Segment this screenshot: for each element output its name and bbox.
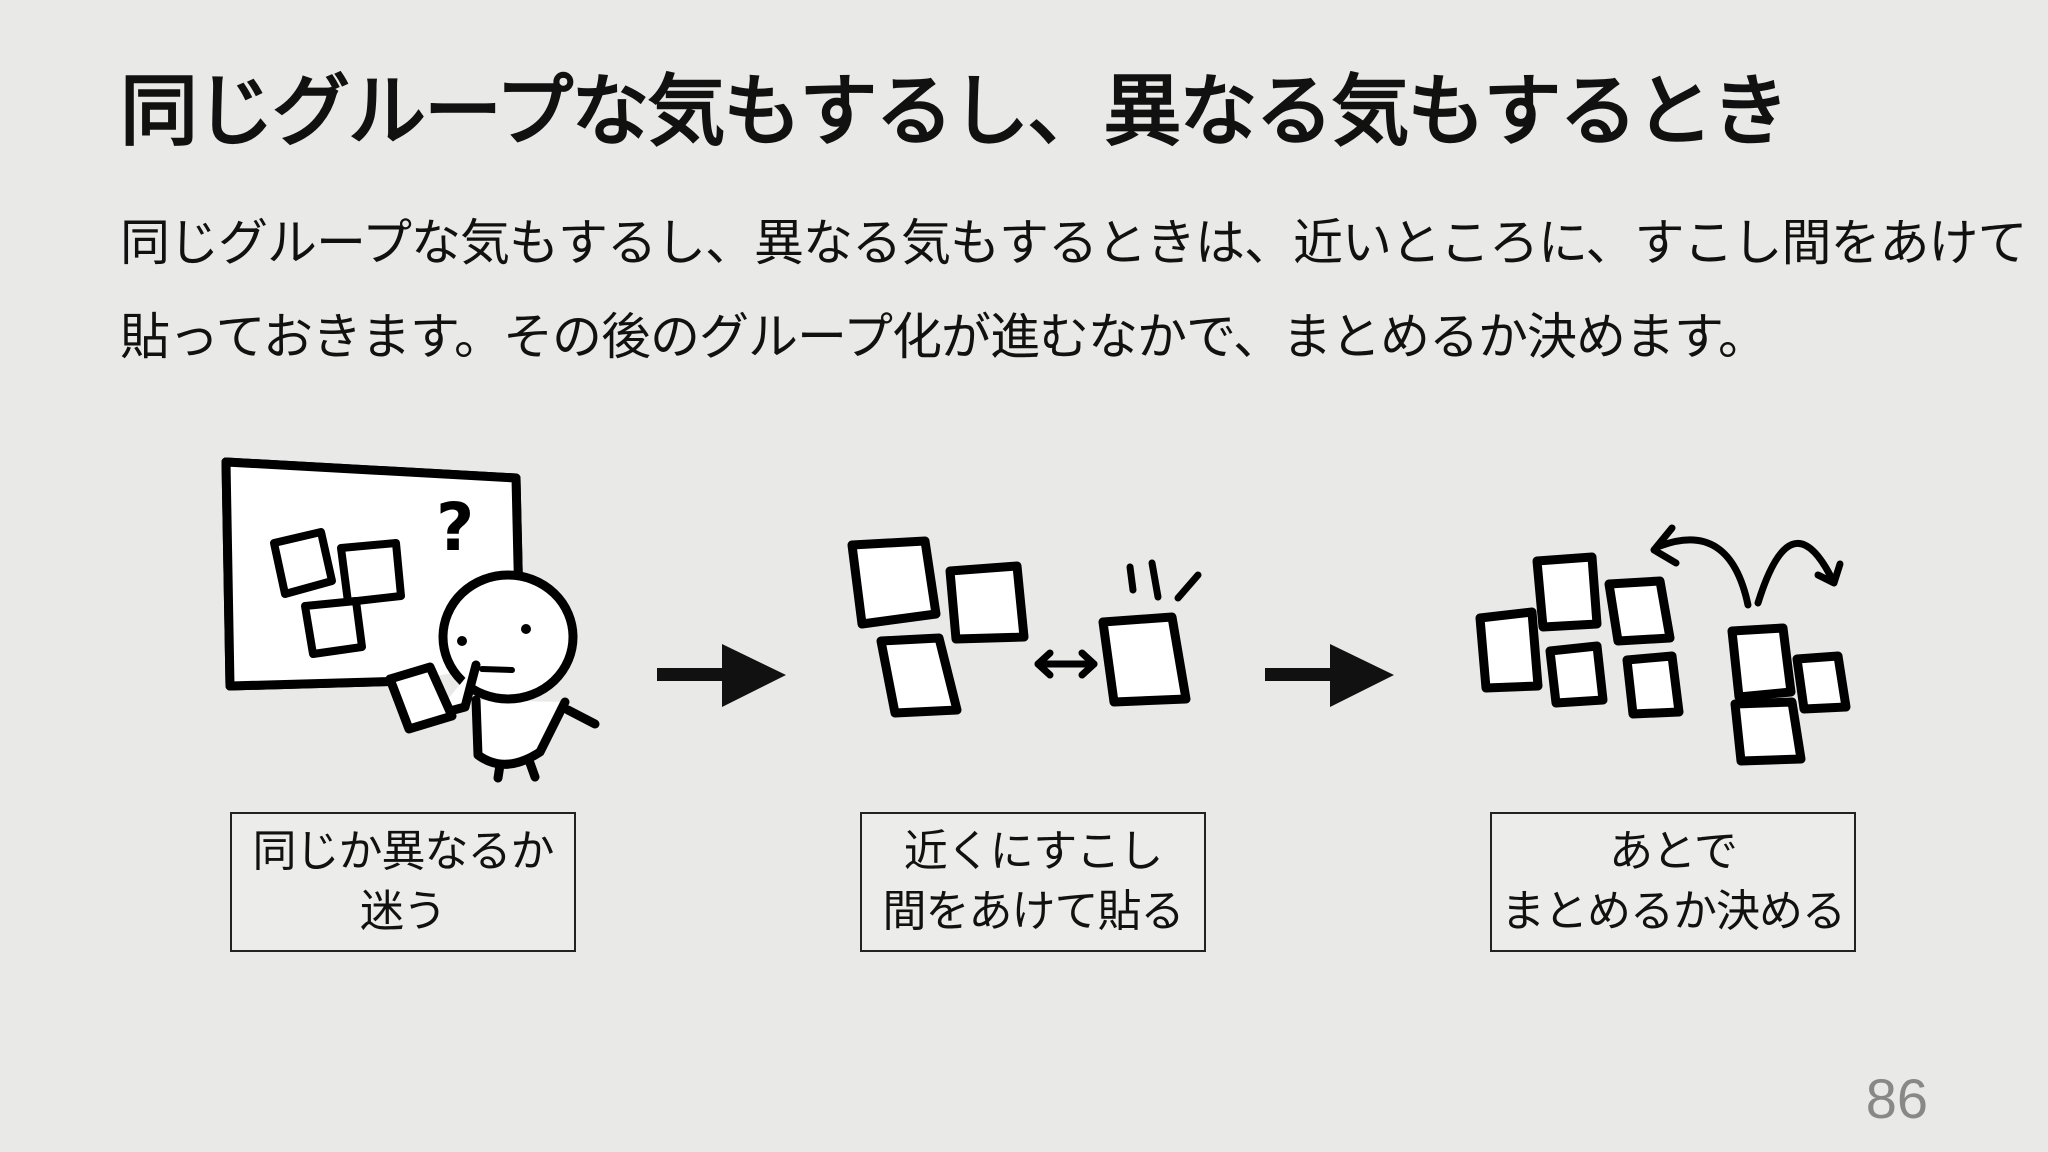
question-mark: ?: [436, 489, 474, 566]
arrow-right-icon: [657, 644, 786, 707]
double-arrow-icon: [1034, 649, 1098, 679]
caption-3-line-1: あとで: [1609, 826, 1738, 877]
caption-box-1: 同じか異なるか 迷う: [230, 812, 576, 952]
caption-3-line-2: まとめるか決める: [1501, 886, 1846, 937]
page-number: 86: [1865, 1067, 1928, 1130]
caption-2-line-1: 近くにすこし: [903, 826, 1163, 877]
caption-1-line-2: 迷う: [360, 886, 447, 937]
figure-eye-right: [521, 624, 531, 634]
arrow-right-icon: [1265, 644, 1394, 707]
illustration: ?: [221, 457, 1851, 783]
stick-figure-icon: [385, 570, 600, 783]
sticky-note-icon: [847, 536, 1191, 718]
slide-title: 同じグループな気もするし、異なる気もするとき: [120, 67, 1789, 157]
figure-eye-left: [457, 636, 467, 646]
caption-box-2: 近くにすこし 間をあけて貼る: [860, 812, 1206, 952]
caption-1-line-1: 同じか異なるか: [252, 826, 555, 877]
sticky-note-icon: [1475, 552, 1851, 766]
sticky-note-icon: [270, 528, 405, 658]
body-line-2: 貼っておきます。その後のグループ化が進むなかで、まとめるか決めます。: [120, 308, 1768, 366]
caption-box-3: あとで まとめるか決める: [1490, 812, 1856, 952]
caption-2-line-2: 間をあけて貼る: [882, 886, 1185, 937]
emphasis-lines: [1126, 559, 1202, 602]
slide-body: 同じグループな気もするし、異なる気もするときは、近いところに、すこし間をあけて …: [120, 196, 2028, 384]
body-line-1: 同じグループな気もするし、異なる気もするときは、近いところに、すこし間をあけて: [120, 214, 2028, 272]
curved-arrow-icon: [1650, 524, 1844, 609]
